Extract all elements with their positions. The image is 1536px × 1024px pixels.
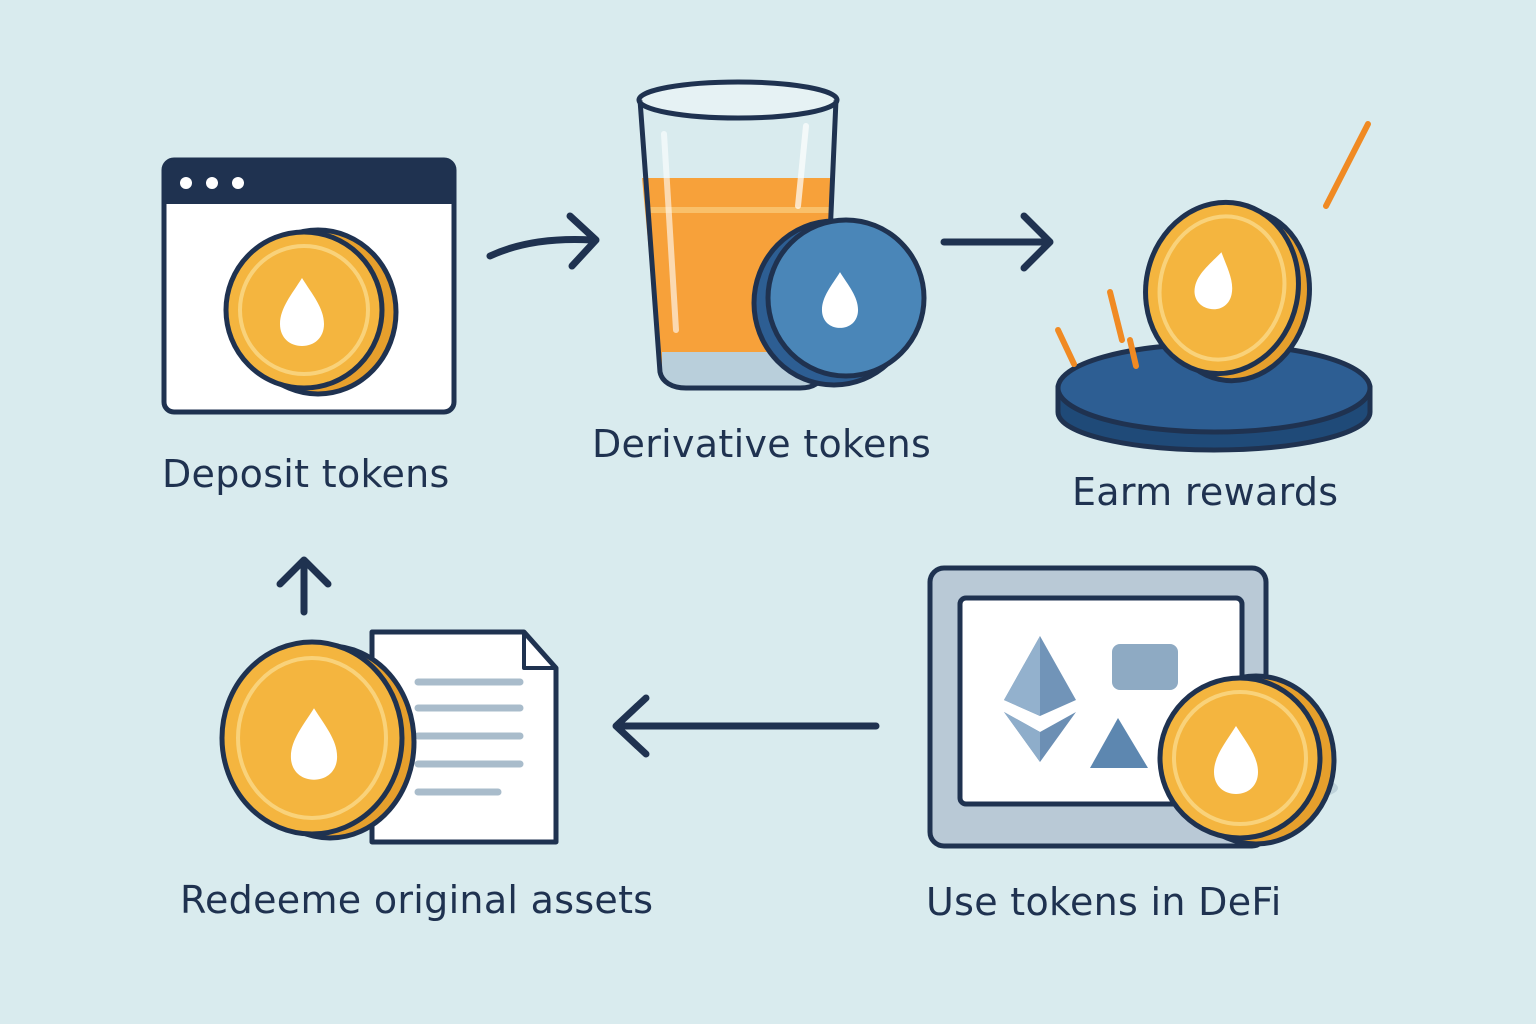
redeem-coin-icon [219, 639, 417, 841]
shape-square-icon [1112, 644, 1178, 690]
defi-coin-icon [1157, 673, 1338, 847]
sparkle-icon [1055, 121, 1371, 369]
step-label-defi: Use tokens in DeFi [926, 880, 1282, 924]
arrow-right-icon [486, 212, 600, 270]
step-label-redeem: Redeeme original assets [180, 878, 654, 922]
step-label-deposit: Deposit tokens [162, 452, 450, 496]
arrow-right-icon [940, 212, 1054, 272]
reward-coin-icon [1143, 199, 1312, 384]
ethereum-icon [1004, 636, 1076, 762]
step-label-derivative: Derivative tokens [592, 422, 932, 466]
arrow-up-icon [276, 556, 332, 616]
arrow-left-icon [612, 694, 880, 758]
derivative-token-icon [751, 217, 927, 388]
deposit-coin-icon [223, 227, 399, 397]
shape-triangle-icon [1090, 718, 1148, 768]
step-label-rewards: Earm rewards [1072, 470, 1339, 514]
